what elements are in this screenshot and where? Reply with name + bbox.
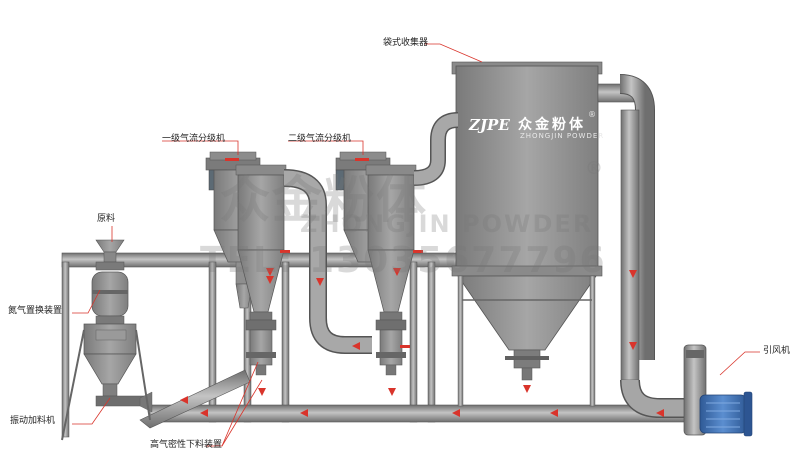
bag-collector (451, 61, 635, 407)
classifier-1 (205, 151, 372, 376)
watermark-cn: 众金粉体 (220, 171, 428, 229)
flow-arrows (180, 158, 664, 417)
watermark-tel: TEL: 13035677796 (200, 240, 607, 281)
nameplate (95, 329, 127, 341)
watermark-en: ZHONGJIN POWDER (300, 210, 594, 238)
label-classifier-2: 二级气流分级机 (288, 134, 352, 144)
induced-fan (683, 344, 753, 437)
leader-lines (72, 43, 760, 447)
bottom-return-pipe (139, 369, 711, 429)
label-bag-collector: 袋式收集器 (383, 38, 429, 48)
label-airtight-discharge: 高气密性下料装置 (150, 440, 223, 450)
watermark-registered: ® (585, 158, 603, 179)
brand-logo: ZJPE (469, 116, 510, 134)
brand-registered: ® (588, 110, 597, 119)
label-raw-material: 原料 (97, 214, 116, 224)
exhaust-pipe (619, 74, 700, 418)
brand-name-en: ZHONGJIN POWDER (520, 132, 605, 140)
label-induced-fan: 引风机 (763, 346, 791, 356)
label-classifier-1: 一级气流分级机 (162, 134, 226, 144)
label-nitrogen-replacement: 氮气置换装置 (8, 306, 63, 316)
brand-name-cn: 众金粉体 (518, 117, 586, 133)
label-vibrating-feeder: 振动加料机 (10, 416, 56, 426)
classifier-2 (335, 112, 459, 376)
